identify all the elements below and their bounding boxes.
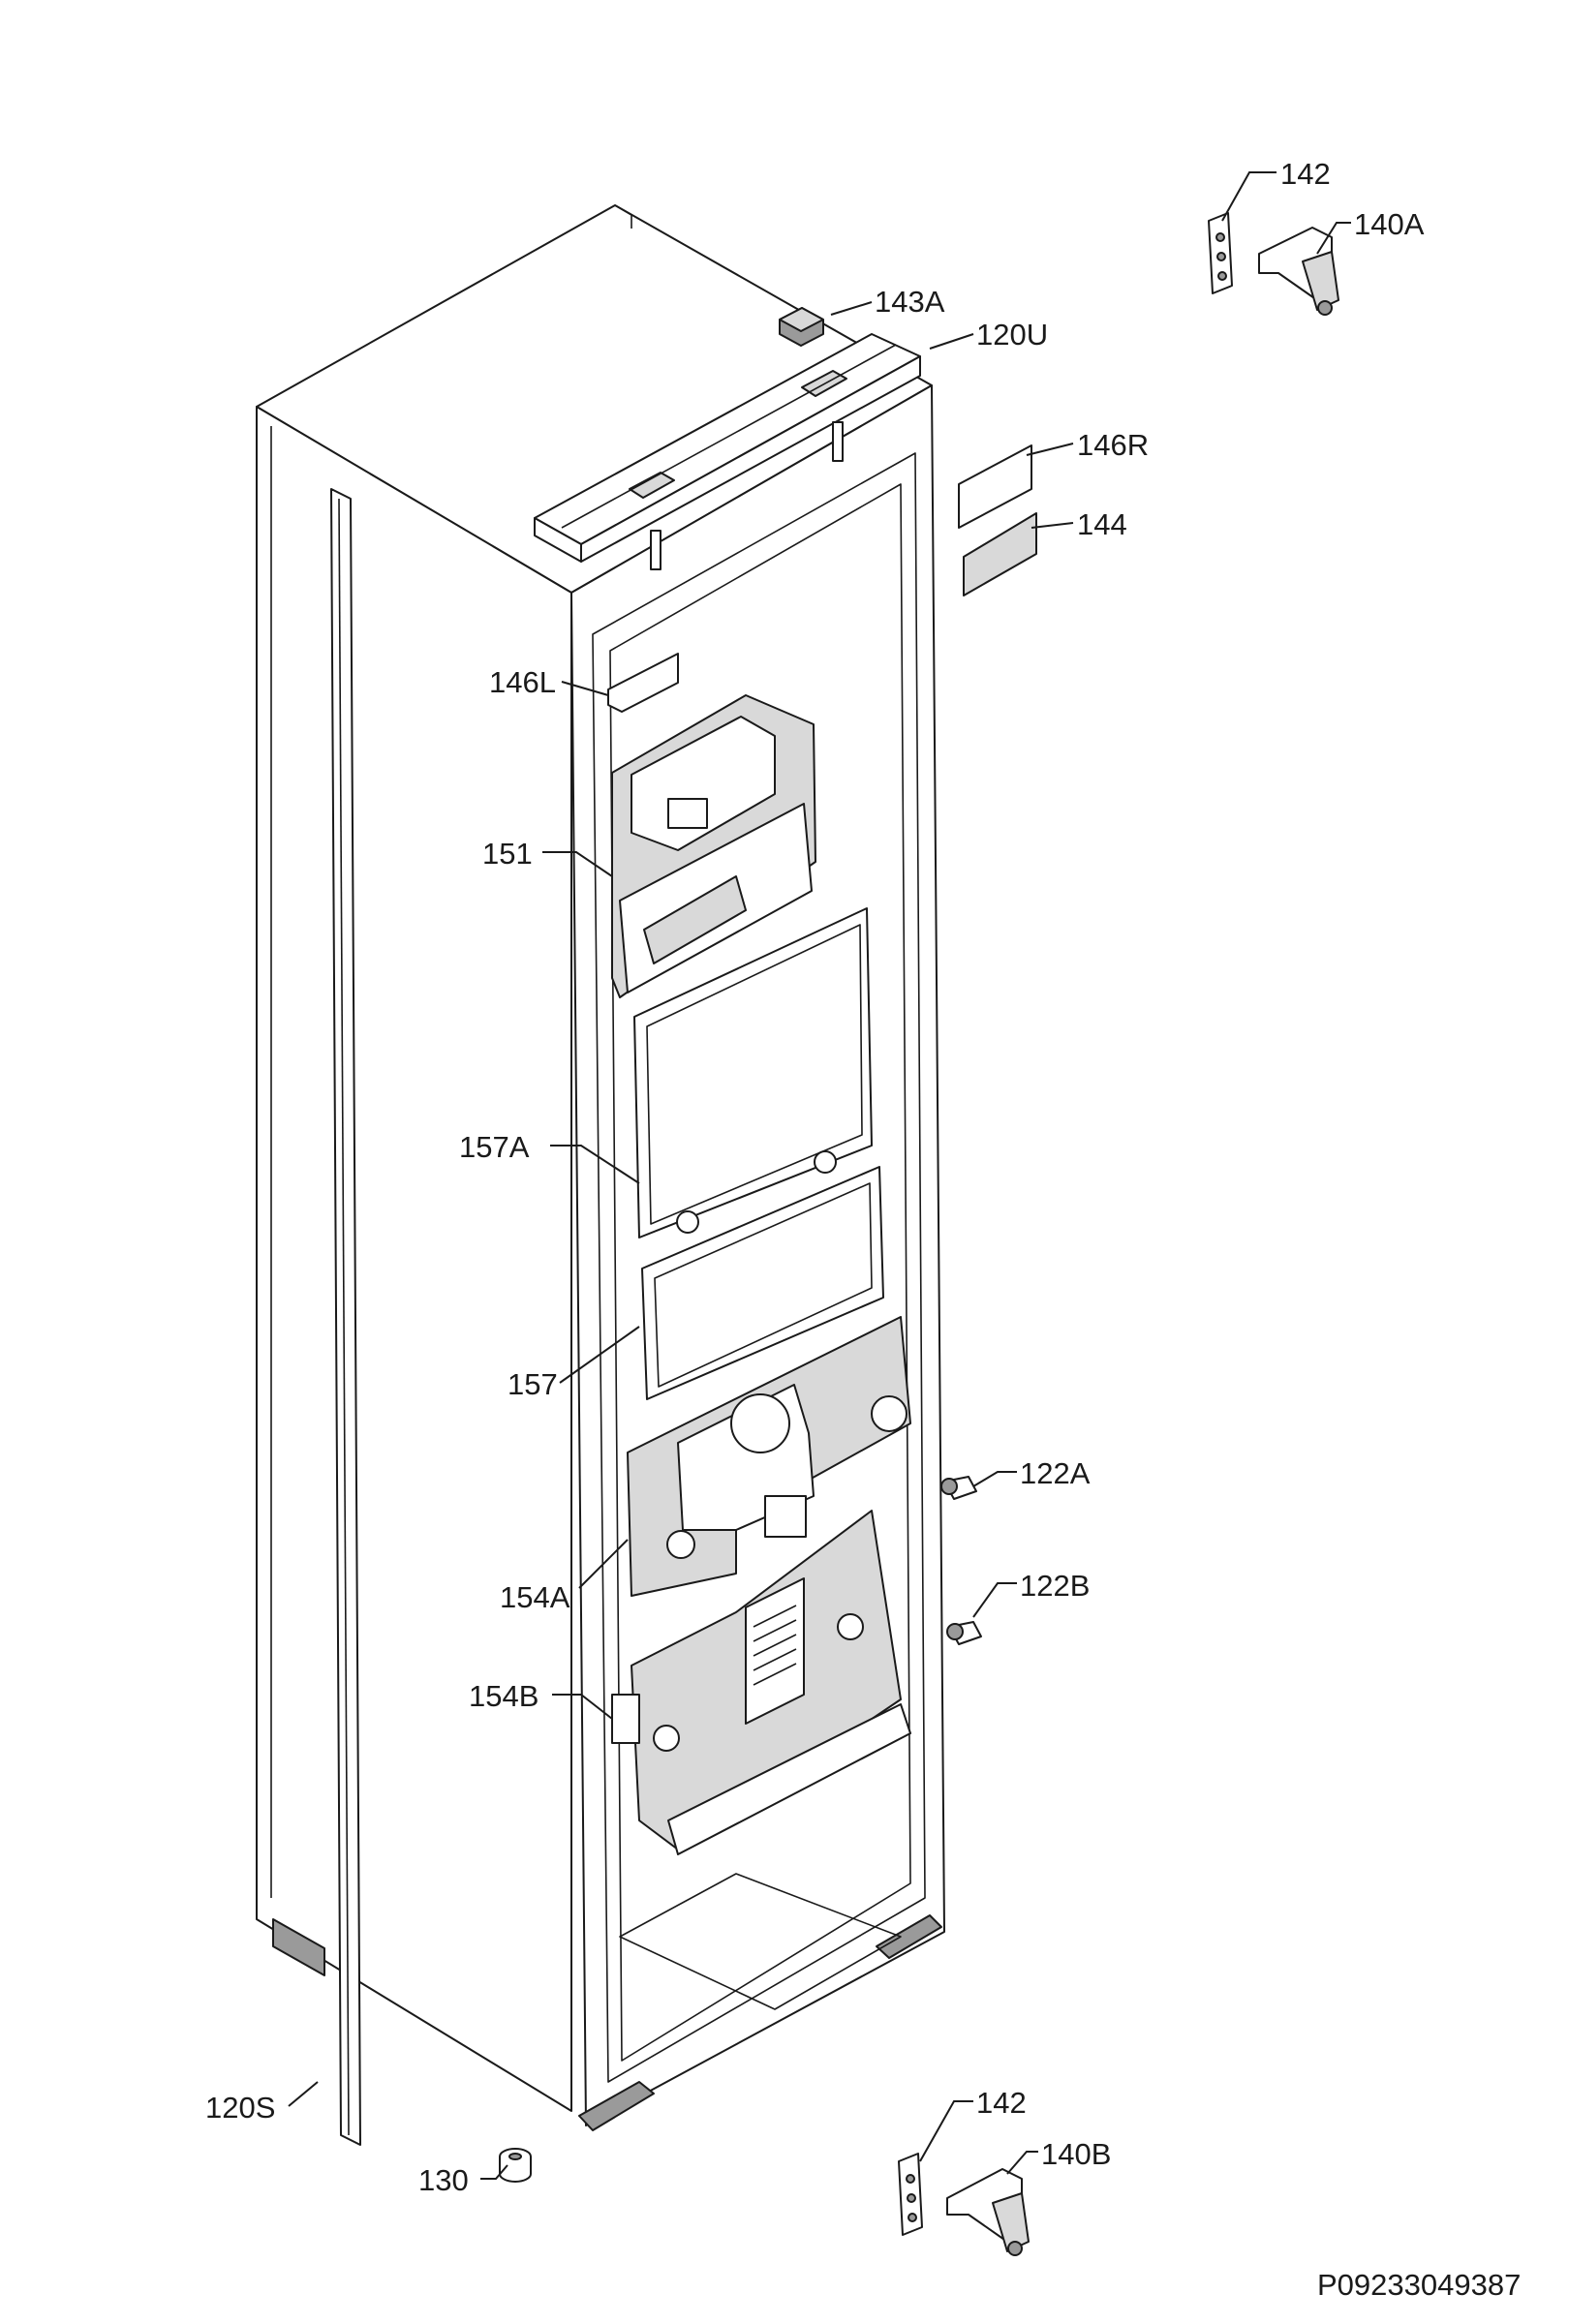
label-142-bottom: 142 [976,2086,1027,2120]
side-trim-120s [330,488,361,2146]
screw-122a [940,1476,977,1500]
cover-146l [607,653,679,713]
cover-144 [963,512,1037,596]
cover-146r [958,444,1032,529]
label-140a: 140A [1354,207,1425,241]
label-120s: 120S [205,2091,275,2125]
foot-130 [499,2148,532,2183]
cover-plate-157 [641,1166,884,1400]
duct-154a [627,1316,911,1597]
leader-lines [288,171,1351,2180]
label-146r: 146R [1077,428,1149,462]
label-140b: 140B [1041,2137,1111,2171]
cover-plate-157a [633,907,873,1238]
label-157: 157 [508,1367,558,1401]
label-143a: 143A [875,285,945,319]
hinge-plate-142-bottom [898,2153,923,2236]
label-144: 144 [1077,507,1127,541]
cap-143a [779,307,824,347]
part-labels: 142 140A 143A 120U 146R 144 146L 151 157… [205,157,1521,2302]
top-rail-120u [534,333,921,570]
hinge-140b [946,2168,1030,2256]
label-151: 151 [482,837,533,871]
label-122a: 122A [1020,1456,1091,1490]
drawing-code: P09233049387 [1317,2268,1521,2302]
label-122b: 122B [1020,1569,1090,1603]
screw-122b [946,1621,982,1645]
label-154b: 154B [469,1679,538,1713]
bracket-151 [611,694,816,998]
label-157a: 157A [459,1130,530,1164]
label-120u: 120U [976,318,1048,352]
hinge-140a [1258,227,1339,316]
label-154a: 154A [500,1580,570,1614]
label-130: 130 [418,2163,469,2197]
duct-154b [611,1510,911,1855]
label-142-top: 142 [1280,157,1331,191]
hinge-plate-142-top [1208,212,1233,294]
label-146l: 146L [489,665,556,699]
